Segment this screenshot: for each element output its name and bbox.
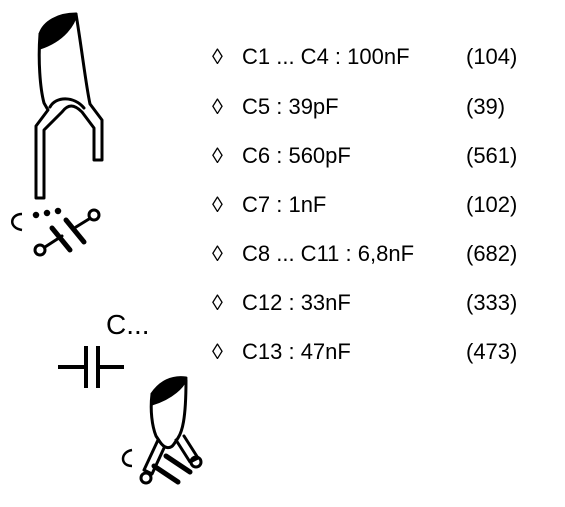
ceramic-capacitor-large-icon [34,12,104,200]
orientation-marker-top-icon [11,207,62,232]
capacitor-value-label: C7 : 1nF [242,192,327,217]
capacitor-value-label: C6 : 560pF [242,143,351,168]
legend-row: ◊ C12 : 33nF (333) [212,286,552,320]
capacitor-code: (561) [466,143,518,168]
capacitor-value-label: C13 : 47nF [242,339,351,364]
capacitor-value-label: C8 ... C11 : 6,8nF [242,241,415,266]
capacitor-code: (473) [466,339,518,364]
capacitor-value-label: C1 ... C4 : 100nF [242,44,410,69]
ceramic-capacitor-small-icon [142,376,200,476]
capacitor-code: (333) [466,290,518,315]
diamond-bullet-icon: ◊ [212,192,223,217]
diamond-bullet-icon: ◊ [212,94,223,119]
capacitor-value-label: C12 : 33nF [242,290,351,315]
legend-row: ◊ C1 ... C4 : 100nF (104) [212,40,552,74]
capacitor-code: (39) [466,94,506,119]
legend-row: ◊ C13 : 47nF (473) [212,335,552,369]
capacitor-code: (682) [466,241,518,266]
diamond-bullet-icon: ◊ [212,241,223,266]
pcb-footprint-bottom-icon [139,453,203,485]
orientation-marker-bottom-icon [121,448,133,468]
pcb-footprint-top-icon [33,208,101,257]
diamond-bullet-icon: ◊ [212,143,223,168]
capacitor-symbol-label: C... [106,309,150,340]
capacitor-code: (102) [466,192,518,217]
diamond-bullet-icon: ◊ [212,290,223,315]
legend-row: ◊ C6 : 560pF (561) [212,139,552,173]
diamond-bullet-icon: ◊ [212,44,223,69]
legend-row: ◊ C7 : 1nF (102) [212,188,552,222]
capacitor-value-label: C5 : 39pF [242,94,339,119]
diamond-bullet-icon: ◊ [212,339,223,364]
legend-row: ◊ C5 : 39pF (39) [212,90,552,124]
capacitor-schematic-symbol-icon [58,346,124,388]
legend-row: ◊ C8 ... C11 : 6,8nF (682) [212,237,552,271]
capacitor-code: (104) [466,44,518,69]
